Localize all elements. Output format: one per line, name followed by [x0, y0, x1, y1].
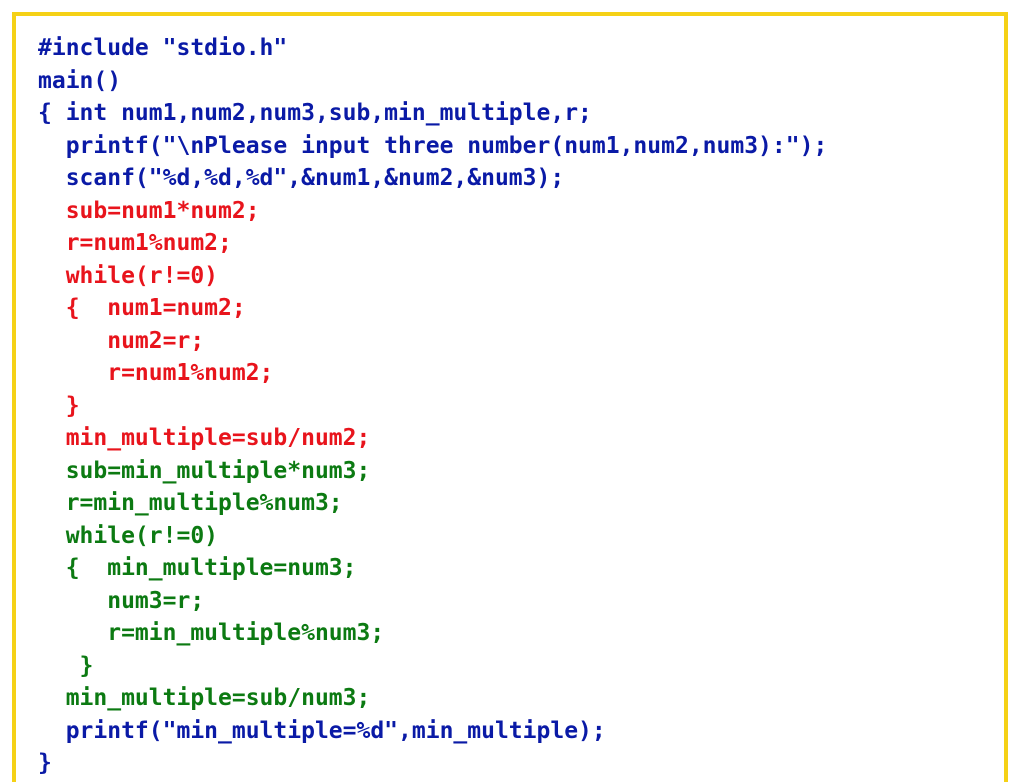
code-line-6: sub=num1*num2;	[38, 197, 260, 224]
code-line-16: while(r!=0)	[38, 522, 219, 549]
code-line-23: }	[38, 750, 52, 776]
code-line-9: { num1=num2;	[38, 295, 246, 321]
slide-frame: #include "stdio.h" main() { int num1,num…	[12, 12, 1008, 782]
code-line-5: scanf("%d,%d,%d",&num1,&num2,&num3);	[38, 165, 565, 191]
code-line-19: r=min_multiple%num3;	[38, 620, 385, 646]
code-line-15: r=min_multiple%num3;	[38, 490, 343, 516]
code-line-13: min_multiple=sub/num2;	[38, 425, 371, 451]
code-line-11: r=num1%num2;	[38, 360, 274, 386]
code-listing: #include "stdio.h" main() { int num1,num…	[38, 32, 827, 780]
code-line-12: }	[38, 392, 80, 419]
code-line-2: main()	[38, 67, 122, 94]
code-line-8: while(r!=0)	[38, 262, 219, 289]
code-line-3: { int num1,num2,num3,sub,min_multiple,r;	[38, 100, 592, 126]
code-line-18: num3=r;	[38, 587, 205, 614]
code-line-21: min_multiple=sub/num3;	[38, 685, 371, 711]
code-line-7: r=num1%num2;	[38, 230, 232, 256]
code-line-4: printf("\nPlease input three number(num1…	[38, 132, 828, 159]
code-line-17: { min_multiple=num3;	[38, 555, 357, 581]
code-line-1: #include "stdio.h"	[38, 35, 288, 61]
code-line-22: printf("min_multiple=%d",min_multiple);	[38, 717, 606, 744]
code-line-14: sub=min_multiple*num3;	[38, 457, 371, 484]
code-line-10: num2=r;	[38, 327, 205, 354]
code-line-20: }	[38, 652, 94, 679]
